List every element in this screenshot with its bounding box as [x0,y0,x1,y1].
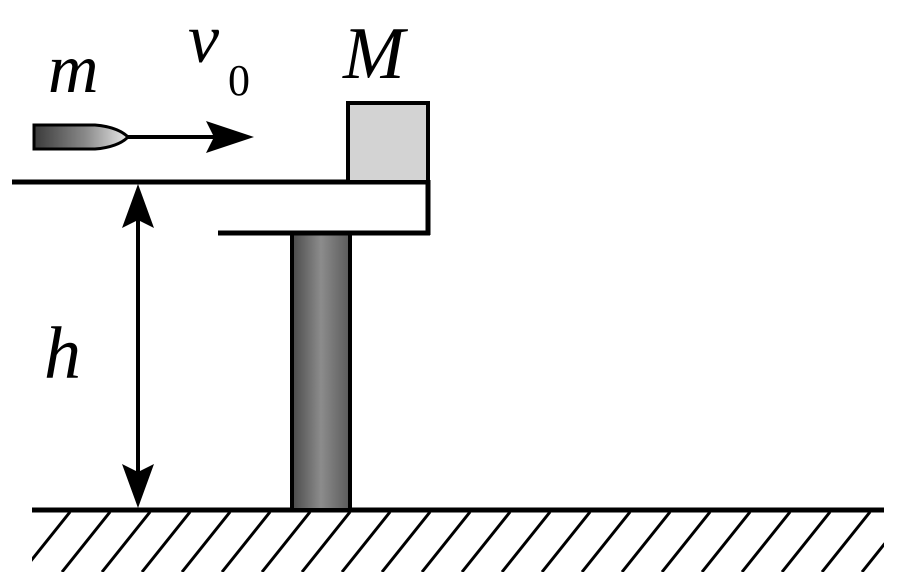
velocity-arrow-icon [128,121,254,153]
label-v-subscript: 0 [228,56,250,105]
label-v: v [188,1,220,78]
label-m: m [48,31,99,108]
table-top [12,179,431,236]
label-M: M [342,13,409,95]
ground-hatching [32,512,884,572]
label-h: h [44,313,81,395]
block-M [346,101,430,184]
bullet [32,123,131,151]
support-pillar [290,231,352,512]
height-arrow-icon [122,184,154,508]
